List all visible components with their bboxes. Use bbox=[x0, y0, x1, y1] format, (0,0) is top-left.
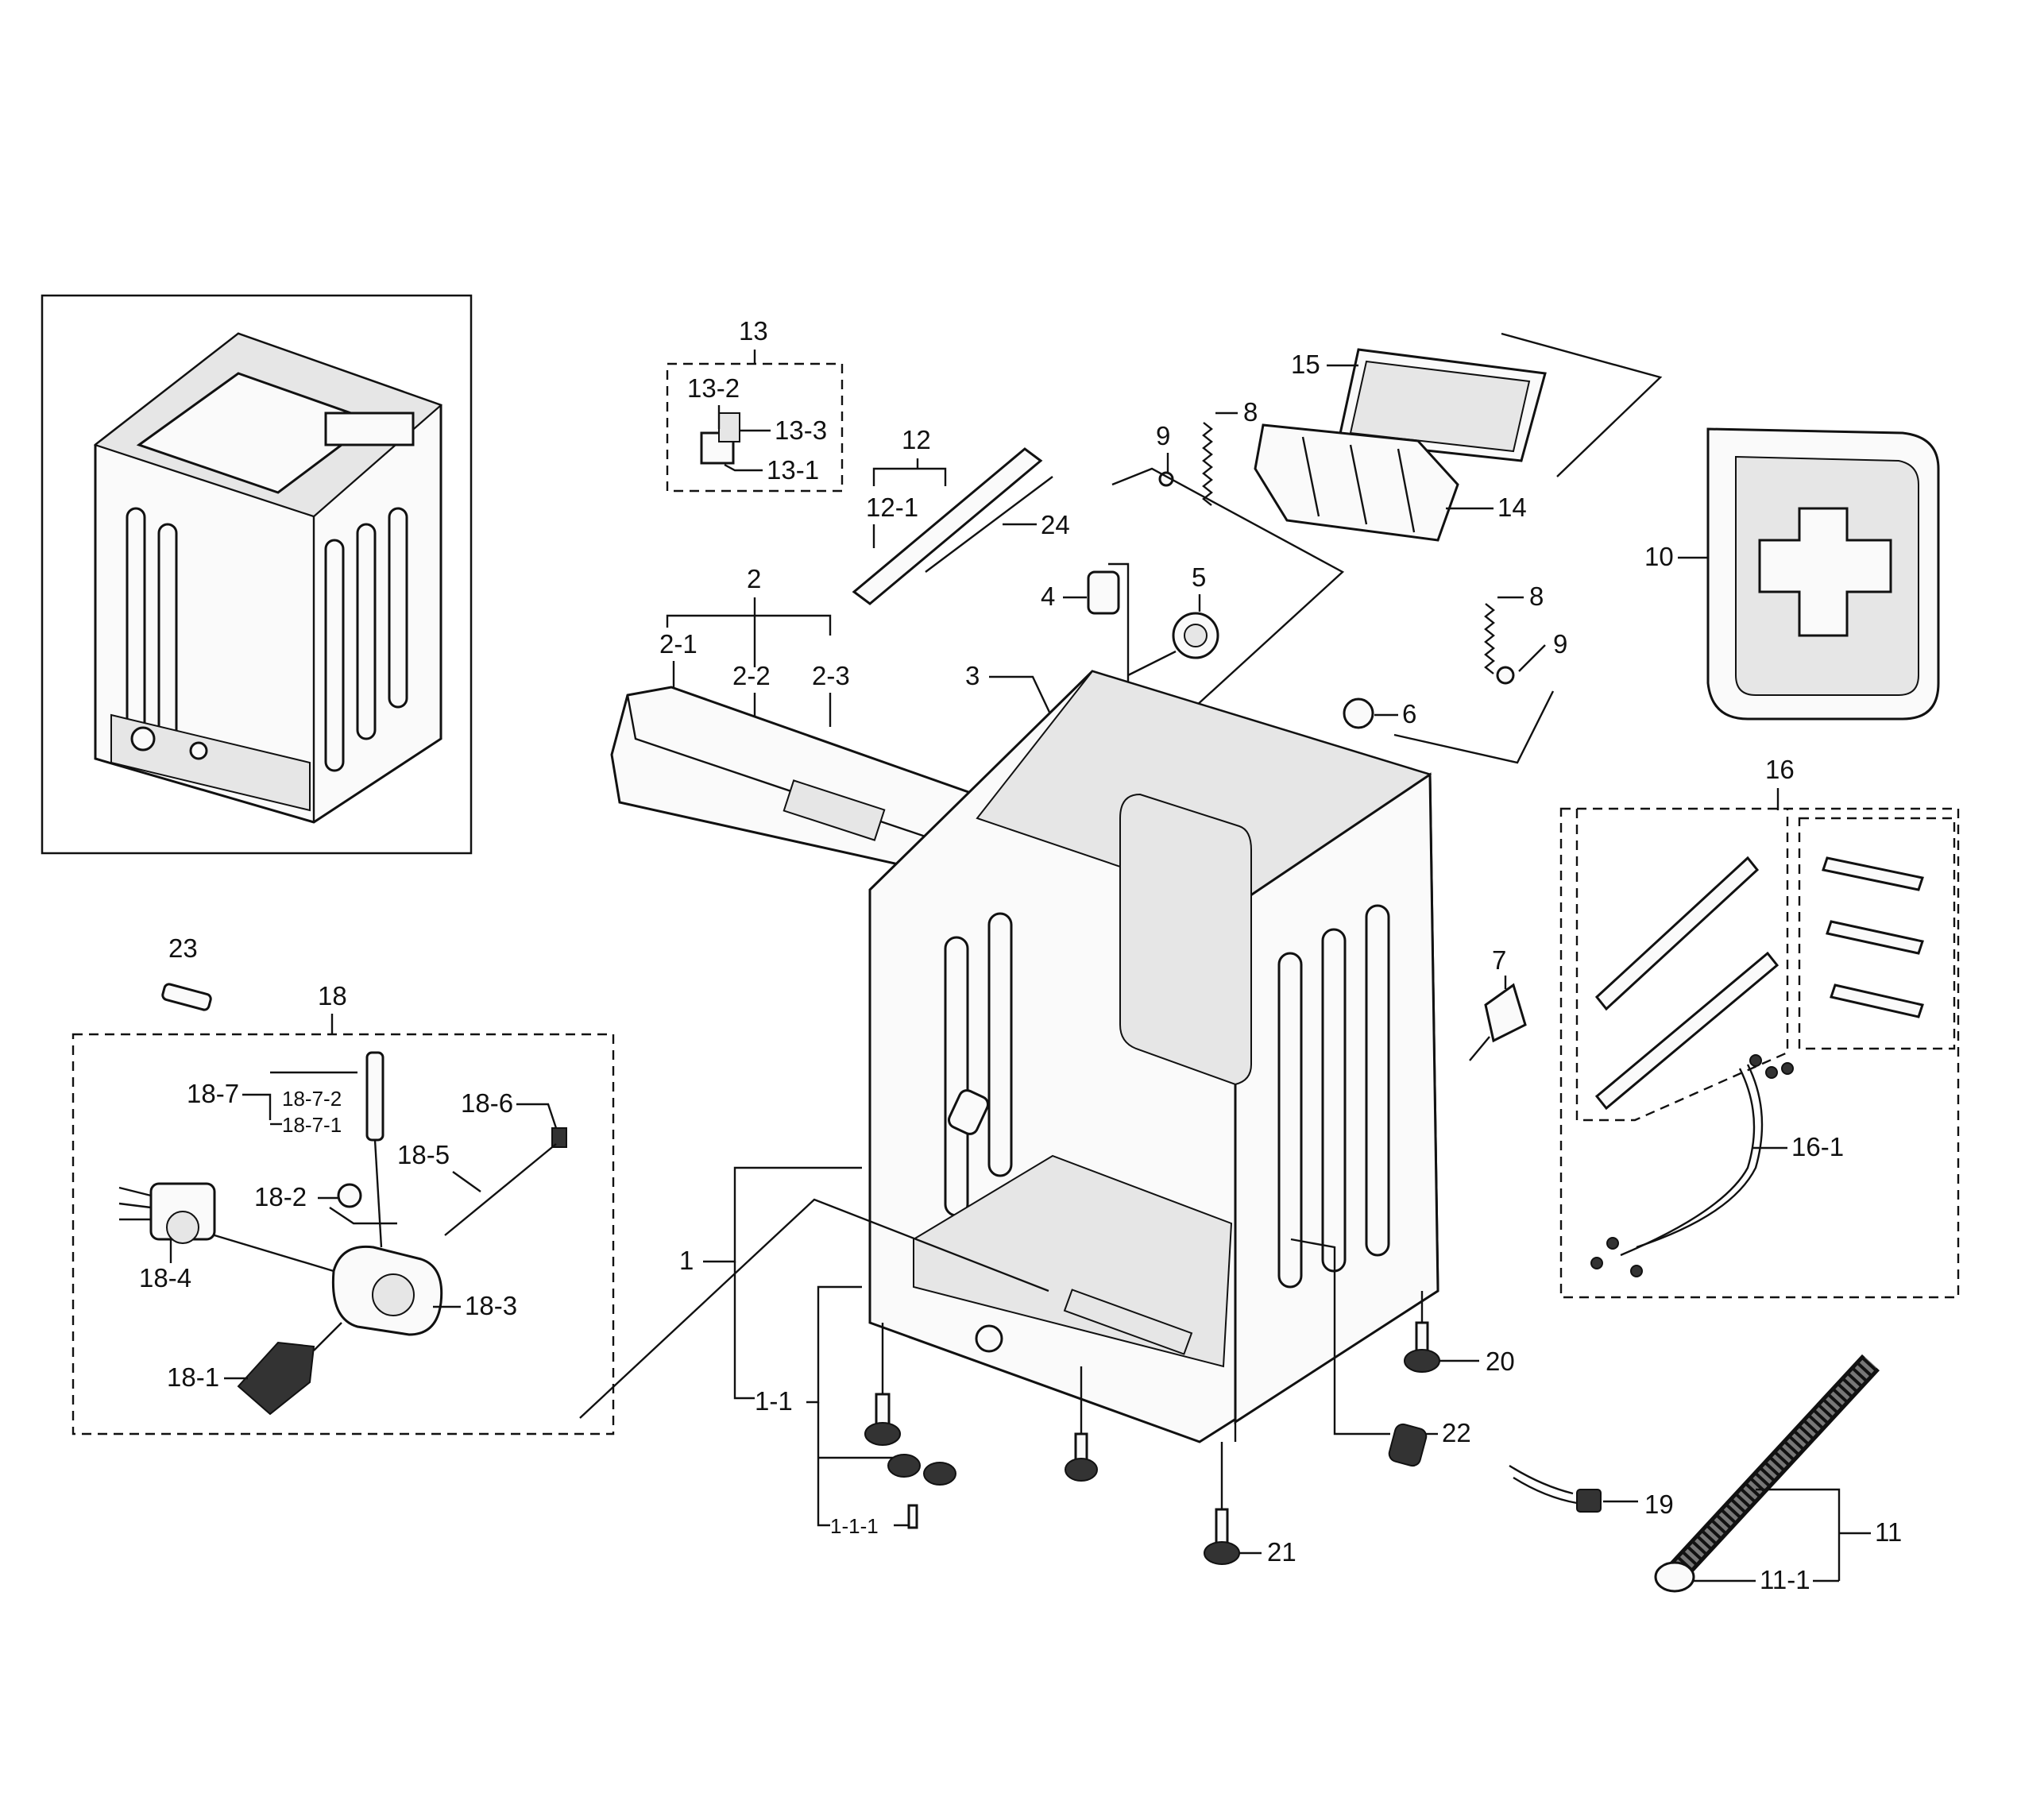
label-13-1: 13-1 bbox=[767, 455, 819, 485]
label-7: 7 bbox=[1492, 945, 1506, 975]
label-21: 21 bbox=[1267, 1537, 1296, 1567]
label-18-7-1: 18-7-1 bbox=[282, 1113, 342, 1137]
spring-8-top bbox=[1202, 422, 1213, 506]
part-18-6 bbox=[551, 1127, 567, 1148]
label-9-top: 9 bbox=[1156, 421, 1170, 450]
group-12: 12 12-1 24 bbox=[852, 425, 1070, 605]
label-18-2: 18-2 bbox=[254, 1182, 307, 1211]
screw-1-1-1 bbox=[907, 1504, 918, 1529]
main-cabinet-1 bbox=[868, 670, 1439, 1443]
label-6: 6 bbox=[1402, 699, 1416, 728]
label-12-1: 12-1 bbox=[866, 493, 918, 522]
hose-11-1-fitting bbox=[1654, 1561, 1695, 1593]
label-2-2: 2-2 bbox=[732, 661, 771, 690]
label-18-7-2: 18-7-2 bbox=[282, 1087, 342, 1111]
part-19: 19 bbox=[1509, 1464, 1674, 1519]
group-13: 13 13-2 13-3 13-1 bbox=[666, 316, 844, 493]
foot-center bbox=[1065, 1458, 1098, 1482]
label-18-3: 18-3 bbox=[465, 1291, 517, 1320]
label-9-right: 9 bbox=[1553, 629, 1567, 659]
label-19: 19 bbox=[1644, 1490, 1674, 1519]
foot-21-stem bbox=[1215, 1508, 1229, 1547]
part-23-body bbox=[161, 983, 212, 1011]
label-2: 2 bbox=[747, 564, 761, 593]
label-1-1: 1-1 bbox=[755, 1386, 793, 1416]
bracket-16-a bbox=[1822, 856, 1924, 891]
overview-cabinet bbox=[93, 332, 442, 824]
harness-16-1 bbox=[1636, 1064, 1764, 1249]
label-5: 5 bbox=[1192, 562, 1206, 592]
ring-18-2 bbox=[337, 1183, 362, 1208]
label-18-1: 18-1 bbox=[167, 1362, 219, 1392]
label-10: 10 bbox=[1644, 542, 1674, 571]
part-23: 23 bbox=[161, 933, 212, 1011]
washer-9-right bbox=[1496, 666, 1515, 685]
label-24: 24 bbox=[1041, 510, 1070, 539]
label-8-top: 8 bbox=[1243, 397, 1258, 427]
rail-16-b bbox=[1594, 951, 1779, 1111]
filter-18-1 bbox=[237, 1341, 315, 1416]
label-18-4: 18-4 bbox=[139, 1263, 191, 1293]
label-11-1: 11-1 bbox=[1760, 1565, 1810, 1594]
label-1-1-1: 1-1-1 bbox=[830, 1514, 879, 1538]
rail-16-a bbox=[1594, 856, 1760, 1011]
rail-12 bbox=[852, 447, 1043, 605]
group-top-small: 4 5 3 6 bbox=[965, 562, 1416, 763]
label-18: 18 bbox=[318, 981, 347, 1010]
hose-18-7 bbox=[365, 1051, 384, 1142]
label-4: 4 bbox=[1041, 582, 1055, 611]
part-7: 7 bbox=[1469, 945, 1527, 1061]
part-6 bbox=[1343, 697, 1374, 729]
part-10-panel: 10 bbox=[1644, 427, 1940, 721]
leveling-feet: 20 21 bbox=[864, 1291, 1515, 1567]
panel-cross bbox=[1758, 507, 1892, 637]
label-16-1: 16-1 bbox=[1791, 1132, 1844, 1161]
switch-13-top bbox=[718, 412, 740, 442]
spring-8-right bbox=[1484, 603, 1495, 674]
label-8-right: 8 bbox=[1529, 582, 1544, 611]
group-16: 16 16-1 bbox=[1559, 755, 1960, 1299]
label-18-6: 18-6 bbox=[461, 1088, 513, 1118]
plug-19 bbox=[1576, 1489, 1602, 1513]
foot-1-1-a bbox=[887, 1454, 921, 1478]
label-2-1: 2-1 bbox=[659, 629, 697, 659]
foot-left bbox=[864, 1422, 901, 1446]
bracket-16-b bbox=[1826, 920, 1924, 955]
label-18-5: 18-5 bbox=[397, 1140, 450, 1169]
foot-21 bbox=[1204, 1541, 1240, 1565]
label-23: 23 bbox=[168, 933, 198, 963]
label-16: 16 bbox=[1765, 755, 1795, 784]
label-12: 12 bbox=[902, 425, 931, 454]
cabinet-base bbox=[913, 1154, 1233, 1368]
label-13-3: 13-3 bbox=[775, 415, 827, 445]
label-13: 13 bbox=[739, 316, 768, 346]
capacitor-4 bbox=[1087, 570, 1120, 615]
group-15-14: 15 14 8 9 bbox=[1111, 332, 1663, 783]
part-22: 22 bbox=[1290, 1238, 1471, 1467]
cabinet-back-window bbox=[1119, 793, 1252, 1086]
part-11-hose: 11 11-1 bbox=[1654, 1354, 1902, 1594]
callouts-1: 1 1-1 1-1-1 bbox=[579, 1166, 1049, 1538]
label-2-3: 2-3 bbox=[812, 661, 850, 690]
label-20: 20 bbox=[1486, 1347, 1515, 1376]
label-3: 3 bbox=[965, 661, 980, 690]
group-18: 18 18-7 18-7-2 18-7-1 18-6 18-5 18-2 18-… bbox=[71, 981, 615, 1436]
foot-1-1-b bbox=[923, 1462, 956, 1486]
label-22: 22 bbox=[1442, 1418, 1471, 1447]
bracket-16-c bbox=[1830, 983, 1924, 1018]
label-13-2: 13-2 bbox=[687, 373, 740, 403]
group-8-9-right: 8 9 bbox=[1393, 582, 1567, 764]
label-14: 14 bbox=[1497, 493, 1527, 522]
foot-20 bbox=[1404, 1349, 1440, 1373]
label-15: 15 bbox=[1291, 350, 1320, 379]
label-11: 11 bbox=[1875, 1517, 1902, 1547]
overview-inset bbox=[41, 294, 473, 855]
foot-left-stem bbox=[875, 1393, 891, 1428]
label-1: 1 bbox=[679, 1246, 694, 1275]
label-18-7: 18-7 bbox=[187, 1079, 239, 1108]
